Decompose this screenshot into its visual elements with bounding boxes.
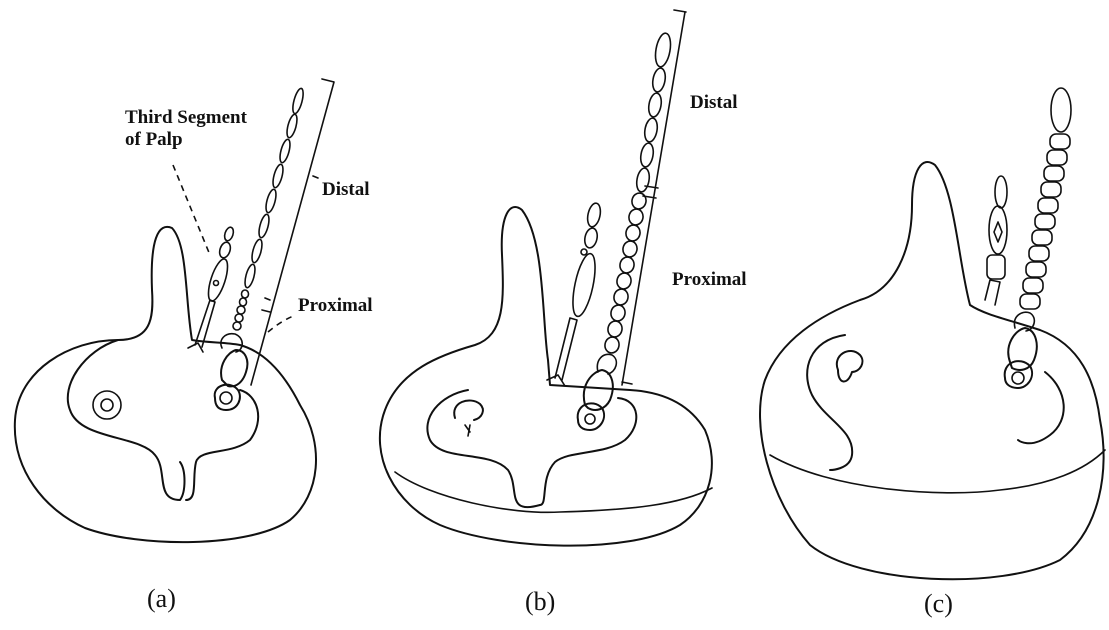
- head-capsule-b: [380, 207, 712, 546]
- flagellum-distal-b: [635, 32, 673, 193]
- palp-third-segment-b: [569, 252, 600, 318]
- left-gena-lobe-b: [427, 390, 540, 507]
- bracket-a: [251, 79, 334, 385]
- palp-b: [547, 202, 602, 386]
- palp-a: [188, 226, 235, 352]
- label-proximal-b: Proximal: [672, 269, 747, 290]
- head-rim-b: [395, 472, 712, 512]
- palp-third-segment-a: [205, 257, 232, 303]
- antennal-socket-inner-c: [1012, 372, 1024, 384]
- eye-socket-b: [454, 400, 483, 420]
- caption-c: (c): [924, 589, 953, 618]
- antennal-socket-a: [215, 385, 240, 410]
- label-proximal-a: Proximal: [298, 295, 373, 316]
- left-gena-lobe-c: [807, 335, 852, 470]
- eye-socket-c: [837, 351, 863, 382]
- flagellum-c: [1020, 88, 1071, 309]
- left-gena-lobe-a: [68, 340, 185, 500]
- head-figure-b: Distal Proximal (b): [380, 10, 747, 616]
- antenna-scape-a: [221, 350, 247, 386]
- head-capsule-c: [760, 162, 1104, 579]
- label-third-segment-line1: Third Segment: [125, 107, 248, 128]
- caption-b: (b): [525, 587, 555, 616]
- eye-pupil-a: [101, 399, 113, 411]
- antenna-scape-c: [1008, 328, 1036, 370]
- head-figure-a: Third Segment of Palp Distal Proximal (a…: [15, 79, 373, 613]
- flagellum-proximal-a: [233, 290, 249, 330]
- label-distal-a: Distal: [322, 179, 370, 200]
- palp-c: [985, 176, 1007, 305]
- eye-socket-a: [93, 391, 121, 419]
- right-gena-lobe-c: [1018, 372, 1064, 443]
- palp-third-segment-c: [989, 206, 1007, 254]
- head-capsule-a: [15, 227, 316, 542]
- caption-a: (a): [147, 584, 176, 613]
- flagellum-distal-a: [243, 87, 305, 288]
- eye-mark-b: [465, 425, 470, 436]
- antennal-socket-b: [578, 403, 604, 430]
- label-distal-b: Distal: [690, 92, 738, 113]
- antennal-socket-inner-a: [220, 392, 232, 404]
- bracket-b: [622, 10, 686, 385]
- antennal-socket-inner-b: [585, 414, 595, 424]
- head-figure-c: (c): [760, 88, 1105, 618]
- label-third-segment-line2: of Palp: [125, 129, 183, 150]
- leader-line-proximal-a: [268, 315, 296, 332]
- right-gena-lobe-a: [186, 390, 258, 500]
- head-rim-c: [770, 450, 1105, 493]
